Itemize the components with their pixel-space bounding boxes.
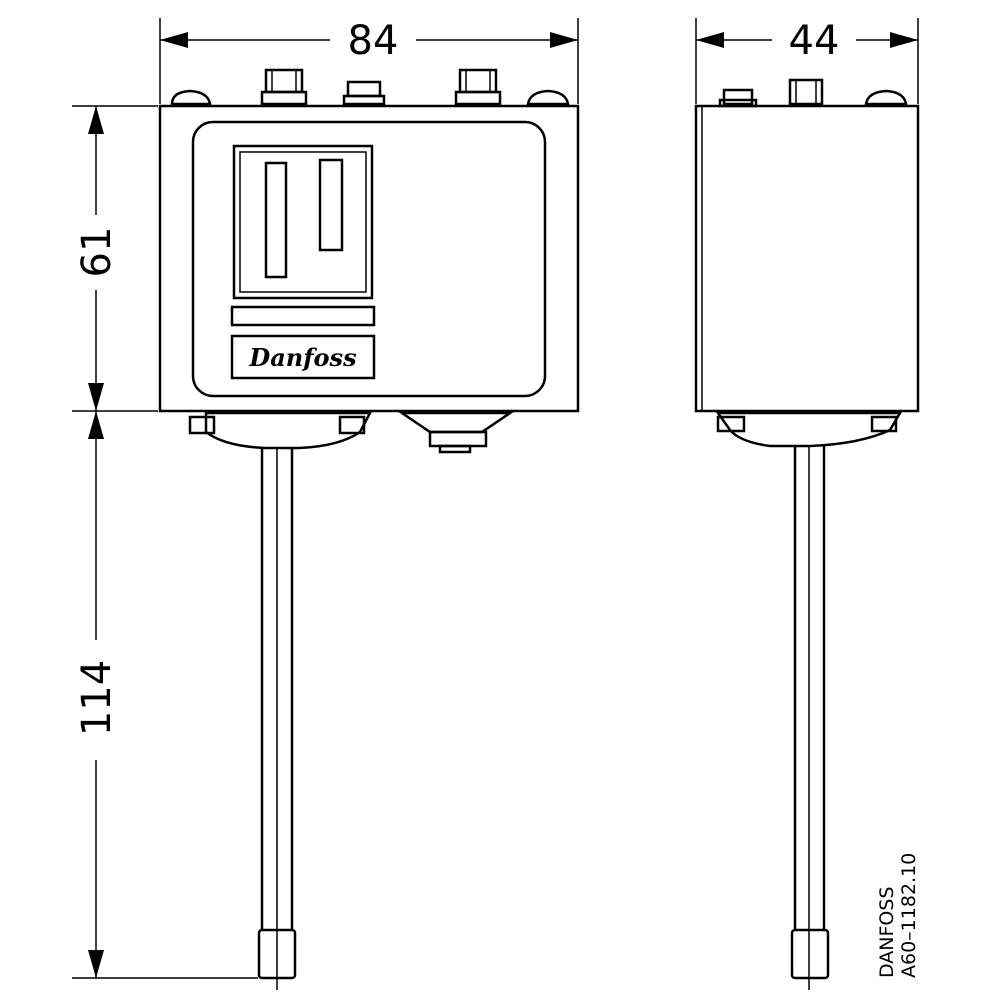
front-tube [257, 448, 297, 990]
drawing-label-code: A60–1182.10 [898, 853, 920, 978]
front-view: Danfoss [158, 68, 580, 990]
logo-text: Danfoss [248, 343, 357, 372]
dimension-label-44: 44 [789, 18, 840, 64]
dimension-label-114: 114 [74, 660, 120, 736]
side-housing [694, 104, 920, 413]
dimension-width-side: 44 [695, 18, 919, 104]
dimension-width-front: 84 [159, 18, 579, 104]
dimension-length-tube: 114 [72, 411, 258, 979]
dimension-label-84: 84 [348, 18, 399, 64]
bottom-fittings [188, 411, 515, 454]
front-cover-panel [191, 120, 547, 398]
dimension-label-61: 61 [74, 227, 120, 278]
label-strip [230, 305, 376, 327]
top-screws [170, 68, 570, 106]
side-top-screws [718, 78, 908, 108]
side-tube [790, 446, 830, 990]
side-view [694, 78, 920, 990]
dimension-height-body: 61 [72, 105, 158, 412]
logo-plate [230, 334, 376, 380]
front-housing [158, 104, 580, 413]
drawing-label-company: DANFOSS [876, 886, 898, 978]
scale-window [232, 144, 374, 300]
drawing-label: DANFOSS A60–1182.10 [876, 853, 920, 978]
side-bottom-fitting [715, 411, 903, 448]
